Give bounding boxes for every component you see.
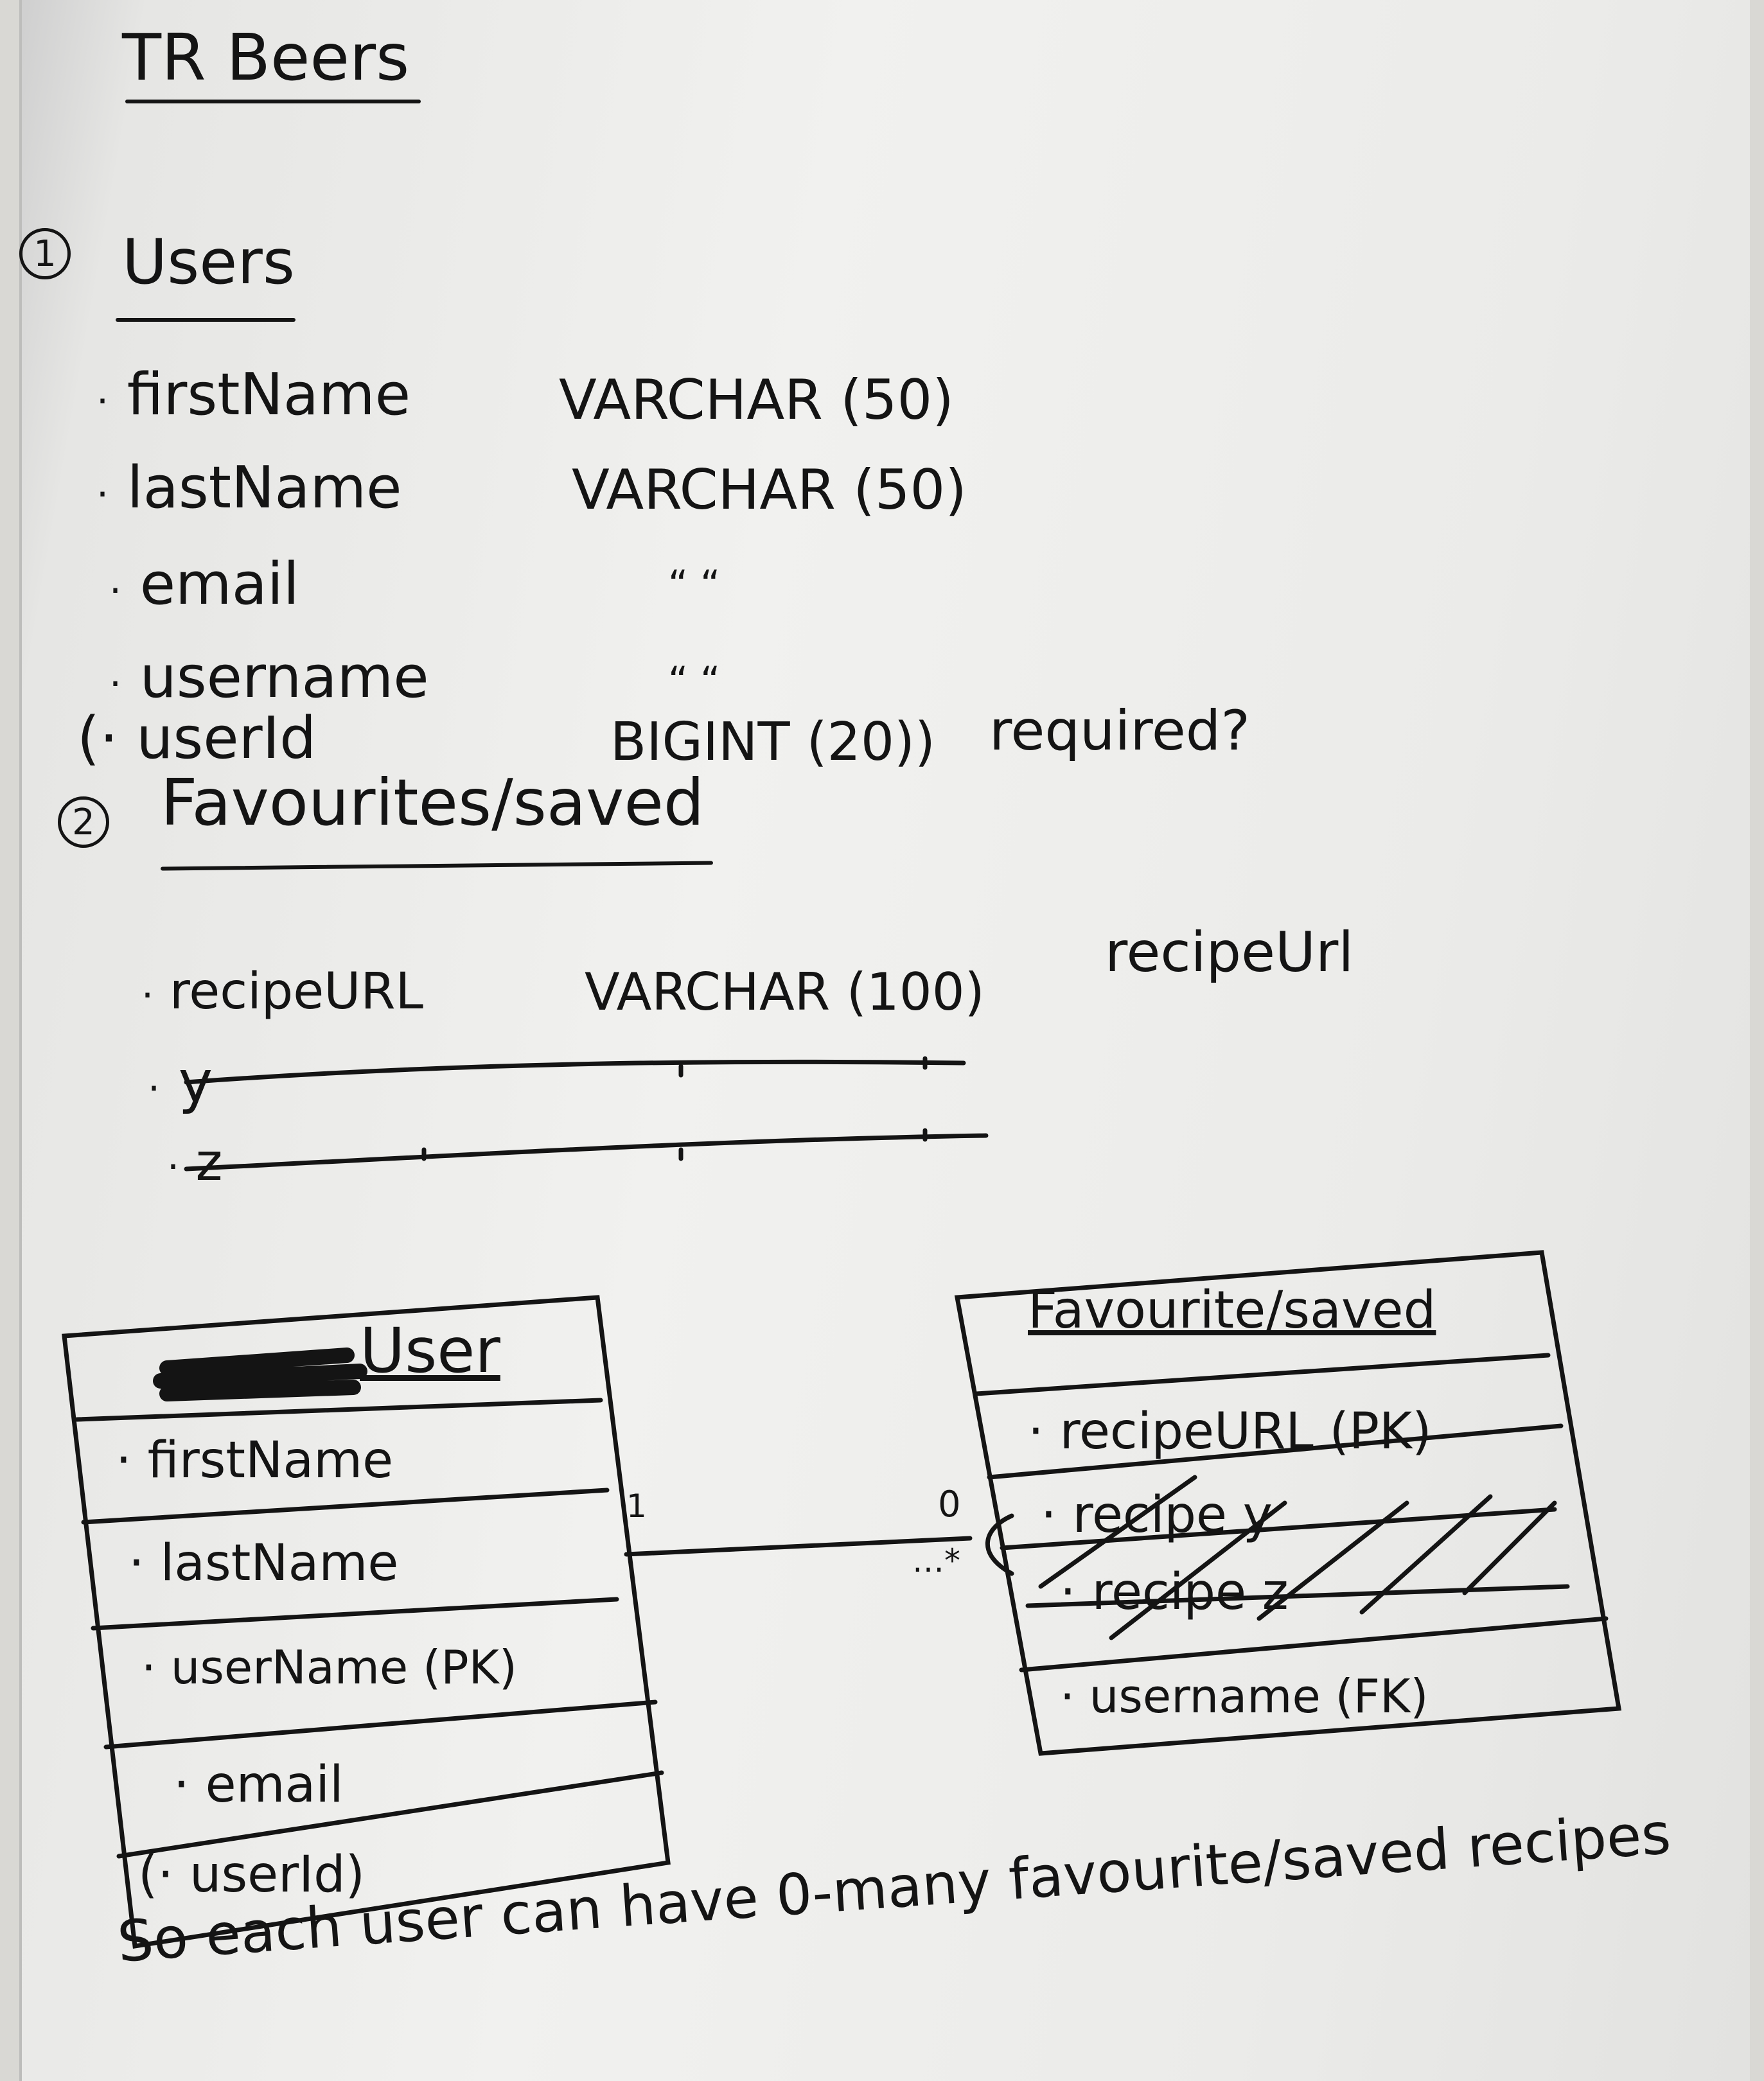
user-table-title: User [360, 1315, 500, 1387]
fav-table-row: · username (FK) [1060, 1669, 1429, 1723]
strike-line-y [184, 1059, 966, 1085]
right-multiplicity: 0 [938, 1484, 961, 1525]
page-title: TR Beers [122, 20, 410, 95]
section2-number: 2 [58, 796, 109, 848]
field-userid-note: required? [989, 699, 1250, 763]
field-email: · email [109, 556, 299, 613]
title-underline [125, 100, 421, 103]
struck-rows-hatching [1000, 1475, 1570, 1640]
field-recipeurl-type: VARCHAR (100) [585, 962, 985, 1022]
bullet: · [148, 1066, 161, 1111]
fav-table-row: · recipe y [1041, 1486, 1273, 1544]
strike-line-z [184, 1133, 989, 1172]
field-recipeurl-note: recipeUrl [1105, 920, 1354, 985]
field-name: email [139, 550, 299, 618]
fav-table-outline [954, 1250, 1622, 1756]
section1-number: 1 [19, 228, 71, 279]
section1-heading: Users [122, 226, 295, 298]
field-username-ditto: “ “ [668, 658, 721, 703]
redacted-scribble [153, 1348, 367, 1401]
field-email-ditto: “ “ [668, 562, 721, 607]
left-multiplicity: 1 [626, 1488, 647, 1525]
section2-heading: Favourites/saved [161, 765, 705, 840]
field-userid: (· userId [77, 705, 317, 772]
user-table-row: · lastName [128, 1534, 399, 1592]
bullet: · [96, 472, 109, 517]
field-firstname-type: VARCHAR (50) [559, 368, 954, 432]
field-lastname-type: VARCHAR (50) [572, 458, 967, 522]
field-name: username [139, 644, 429, 711]
user-table-outline [62, 1295, 671, 1949]
paper-sheet [19, 0, 1750, 2081]
field-name: firstName [127, 361, 411, 428]
field-name: recipeURL [169, 963, 424, 1021]
fav-table-row: · recipe z [1060, 1563, 1289, 1621]
section1-underline [116, 318, 295, 322]
bullet: · [109, 568, 122, 613]
bullet: · [109, 662, 122, 707]
field-firstname: · firstName [96, 366, 410, 424]
user-table-row: · userName (PK) [141, 1640, 517, 1694]
bullet: · [167, 1145, 180, 1190]
field-lastname: · lastName [96, 459, 402, 517]
field-name: lastName [127, 454, 402, 522]
right-many-marker: …* [912, 1542, 960, 1579]
crows-foot [985, 1513, 1014, 1576]
bullet: · [96, 379, 109, 424]
ditto-tick [421, 1056, 928, 1161]
fav-table-row: · recipeURL (PK) [1028, 1403, 1432, 1461]
user-table-row: (· userId) [138, 1846, 366, 1904]
field-z-struck: · z [167, 1137, 223, 1188]
field-username: · username [109, 649, 429, 707]
user-table-row: · firstName [116, 1432, 394, 1489]
user-table-row: · email [173, 1756, 344, 1814]
field-userid-type: BIGINT (20)) [610, 712, 935, 773]
fav-table-title: Favourite/saved [1028, 1280, 1436, 1340]
relationship-line [624, 1536, 973, 1557]
field-name: z [195, 1132, 223, 1192]
bullet: · [141, 973, 154, 1018]
field-recipeurl: · recipeURL [141, 967, 423, 1017]
